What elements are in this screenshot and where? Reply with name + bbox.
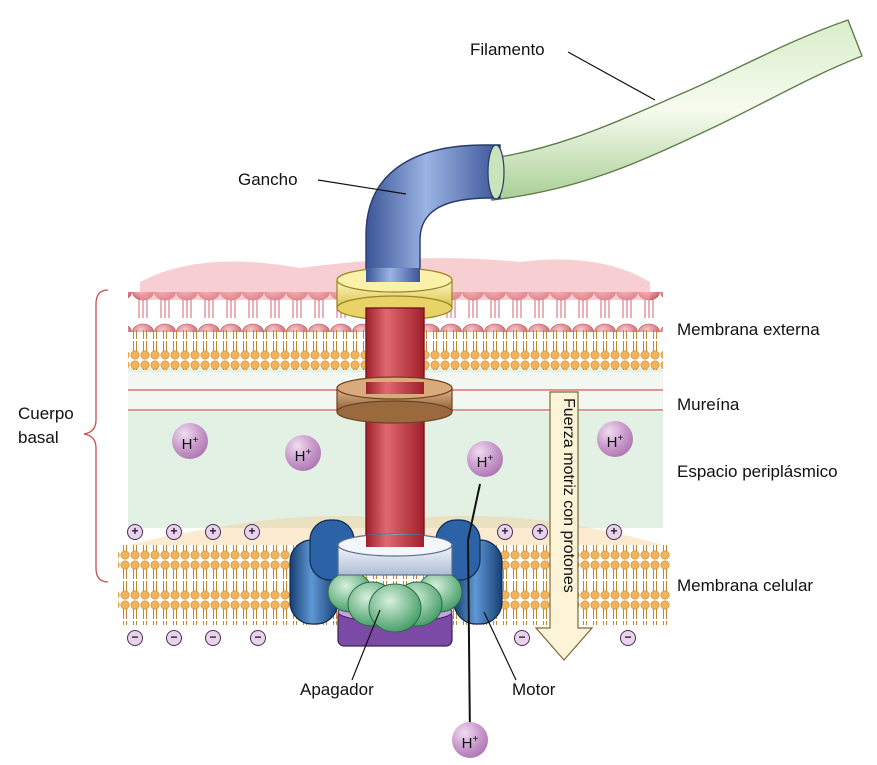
positive-charge: + bbox=[497, 524, 513, 540]
cuerpo-basal-brace bbox=[84, 290, 108, 582]
label-membrana-celular: Membrana celular bbox=[677, 576, 813, 596]
negative-charge: − bbox=[250, 630, 266, 646]
hook-end bbox=[488, 145, 504, 199]
positive-charge: + bbox=[532, 524, 548, 540]
positive-charge: + bbox=[606, 524, 622, 540]
proton-ion: H+ bbox=[467, 441, 503, 477]
label-cuerpo-basal-2: basal bbox=[18, 428, 59, 448]
label-membrana-externa: Membrana externa bbox=[677, 320, 820, 340]
negative-charge: − bbox=[166, 630, 182, 646]
negative-charge: − bbox=[620, 630, 636, 646]
ms-ring bbox=[338, 534, 452, 575]
label-fuerza-motriz-container: Fuerza motriz con protones bbox=[549, 398, 585, 638]
label-filamento: Filamento bbox=[470, 40, 545, 60]
proton-ion: H+ bbox=[285, 435, 321, 471]
proton-ion: H+ bbox=[452, 722, 488, 758]
p-ring bbox=[337, 377, 452, 423]
positive-charge: + bbox=[205, 524, 221, 540]
label-mureina: Mureína bbox=[677, 395, 739, 415]
label-fuerza-motriz: Fuerza motriz con protones bbox=[559, 398, 577, 593]
proton-ion: H+ bbox=[597, 421, 633, 457]
proton-ion: H+ bbox=[172, 423, 208, 459]
label-gancho: Gancho bbox=[238, 170, 298, 190]
rod bbox=[366, 308, 424, 556]
label-motor: Motor bbox=[512, 680, 555, 700]
negative-charge: − bbox=[514, 630, 530, 646]
leader-filamento bbox=[568, 52, 655, 100]
positive-charge: + bbox=[244, 524, 260, 540]
label-apagador: Apagador bbox=[300, 680, 374, 700]
negative-charge: − bbox=[205, 630, 221, 646]
label-espacio-periplasmico: Espacio periplásmico bbox=[677, 462, 838, 482]
label-cuerpo-basal-1: Cuerpo bbox=[18, 404, 74, 424]
positive-charge: + bbox=[127, 524, 143, 540]
negative-charge: − bbox=[127, 630, 143, 646]
positive-charge: + bbox=[166, 524, 182, 540]
